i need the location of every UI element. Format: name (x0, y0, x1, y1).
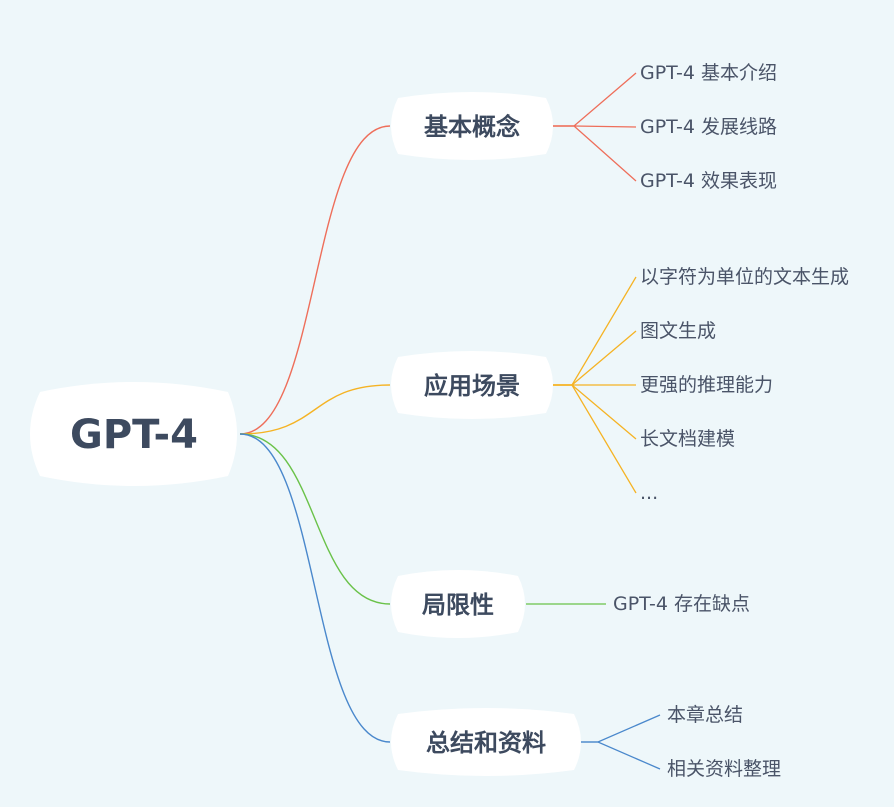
leaf-item[interactable]: 相关资料整理 (667, 758, 781, 780)
root-to-branch-connector (239, 125, 391, 435)
leaf-item[interactable]: 图文生成 (640, 320, 716, 342)
branch-node-basic-concepts[interactable]: 基本概念 (391, 92, 553, 160)
leaf-item[interactable]: 长文档建模 (640, 428, 735, 450)
branch-to-leaf-connector (576, 714, 661, 743)
branch-to-leaf-connector (552, 125, 637, 182)
leaf-item[interactable]: 以字符为单位的文本生成 (640, 266, 849, 288)
branch-node-application-scenarios[interactable]: 应用场景 (391, 351, 553, 419)
root-node-shape (30, 382, 237, 486)
leaf-item[interactable]: GPT-4 存在缺点 (613, 593, 750, 615)
leaf-item[interactable]: GPT-4 效果表现 (640, 170, 777, 192)
leaf-item[interactable]: GPT-4 发展线路 (640, 116, 777, 138)
branch-to-leaf-connector (550, 384, 637, 494)
branch-label: 总结和资料 (426, 729, 546, 757)
root-to-branch-connector (239, 384, 391, 435)
branch-to-leaf-connector (550, 384, 637, 440)
branch-node-limitations[interactable]: 局限性 (391, 570, 525, 638)
root-node[interactable]: GPT-4 (30, 382, 237, 486)
branch-to-leaf-connector (576, 741, 661, 770)
branch-node-shape (391, 708, 581, 776)
branch-node-shape (391, 92, 553, 160)
leaf-item[interactable]: GPT-4 基本介绍 (640, 62, 777, 84)
branch-to-leaf-connector (550, 276, 637, 386)
branch-label: 基本概念 (424, 113, 520, 141)
branch-node-summary-and-resources[interactable]: 总结和资料 (391, 708, 581, 776)
leaf-item[interactable]: ... (640, 482, 658, 504)
branch-node-shape (391, 351, 553, 419)
root-label: GPT-4 (70, 412, 198, 458)
branch-label: 局限性 (422, 591, 494, 619)
branch-label: 应用场景 (424, 372, 520, 400)
leaf-item[interactable]: 本章总结 (667, 704, 743, 726)
leaf-item[interactable]: 更强的推理能力 (640, 374, 773, 396)
root-to-branch-connector (239, 433, 391, 743)
branch-to-leaf-connector (550, 330, 637, 386)
branch-node-shape (391, 570, 525, 638)
connectors (239, 72, 661, 770)
branch-to-leaf-connector (552, 72, 637, 127)
root-to-branch-connector (239, 433, 391, 605)
